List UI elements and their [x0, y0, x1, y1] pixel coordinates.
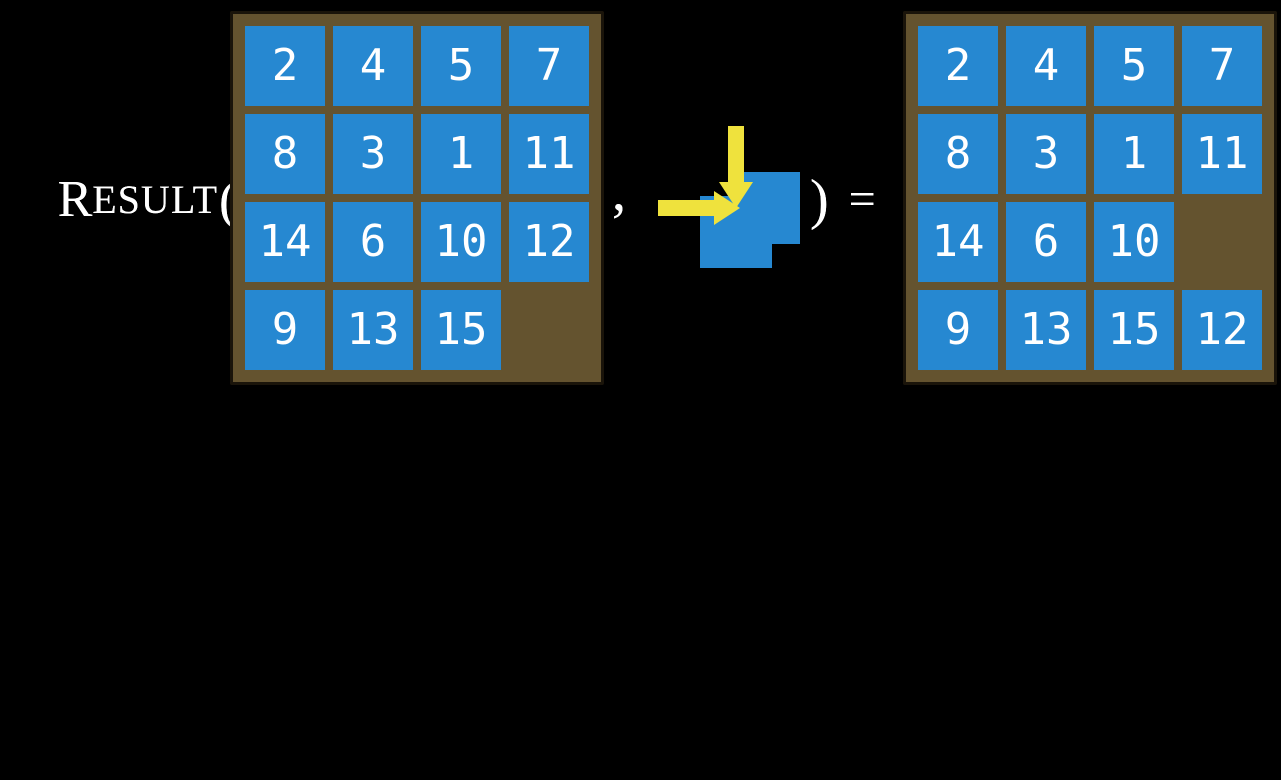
puzzle-tile: 9: [918, 290, 998, 370]
close-paren: ): [810, 169, 829, 231]
puzzle-tile: 14: [918, 202, 998, 282]
puzzle-tile: 6: [333, 202, 413, 282]
function-name-initial: R: [57, 171, 93, 228]
puzzle-tile: 2: [245, 26, 325, 106]
puzzle-tile: 8: [245, 114, 325, 194]
puzzle-tile: 2: [918, 26, 998, 106]
puzzle-tile: 11: [509, 114, 589, 194]
puzzle-tile: 11: [1182, 114, 1262, 194]
puzzle-tile: 4: [333, 26, 413, 106]
puzzle-tile: 9: [245, 290, 325, 370]
puzzle-tile: 10: [421, 202, 501, 282]
puzzle-tile: 1: [421, 114, 501, 194]
equals-sign: =: [848, 173, 876, 226]
puzzle-tile: 5: [1094, 26, 1174, 106]
equals-sign: =: [848, 173, 876, 226]
puzzle-tile: 4: [1006, 26, 1086, 106]
puzzle-tile: 8: [918, 114, 998, 194]
puzzle-tile: 13: [333, 290, 413, 370]
puzzle-tile: 15: [1094, 290, 1174, 370]
puzzle-tile: 3: [333, 114, 413, 194]
puzzle-tile: 12: [509, 202, 589, 282]
empty-cell: [1182, 202, 1262, 282]
comma-separator: ,: [612, 161, 626, 223]
arrow-down-icon: [719, 126, 753, 208]
puzzle-tile: 15: [421, 290, 501, 370]
arrow-shaft: [658, 200, 714, 216]
puzzle-tile: 7: [1182, 26, 1262, 106]
puzzle-tile: 3: [1006, 114, 1086, 194]
comma-separator: ,: [612, 161, 626, 223]
puzzle-tile: 13: [1006, 290, 1086, 370]
puzzle-tile: 14: [245, 202, 325, 282]
function-name-rest: ESULT: [92, 177, 219, 222]
empty-cell: [509, 290, 589, 370]
closing-group: )=: [810, 168, 876, 232]
puzzle-tile: 6: [1006, 202, 1086, 282]
puzzle-tile: 7: [509, 26, 589, 106]
function-name-rest: ESULT: [92, 177, 219, 222]
close-paren: ): [810, 169, 829, 231]
puzzle-tile: 1: [1094, 114, 1174, 194]
puzzle-tile: 5: [421, 26, 501, 106]
arrow-shaft: [728, 126, 744, 182]
closing-group: )=: [810, 168, 876, 232]
function-name-initial: R: [57, 171, 93, 228]
arrow-head: [719, 182, 753, 208]
puzzle-tile: 12: [1182, 290, 1262, 370]
puzzle-tile: 10: [1094, 202, 1174, 282]
